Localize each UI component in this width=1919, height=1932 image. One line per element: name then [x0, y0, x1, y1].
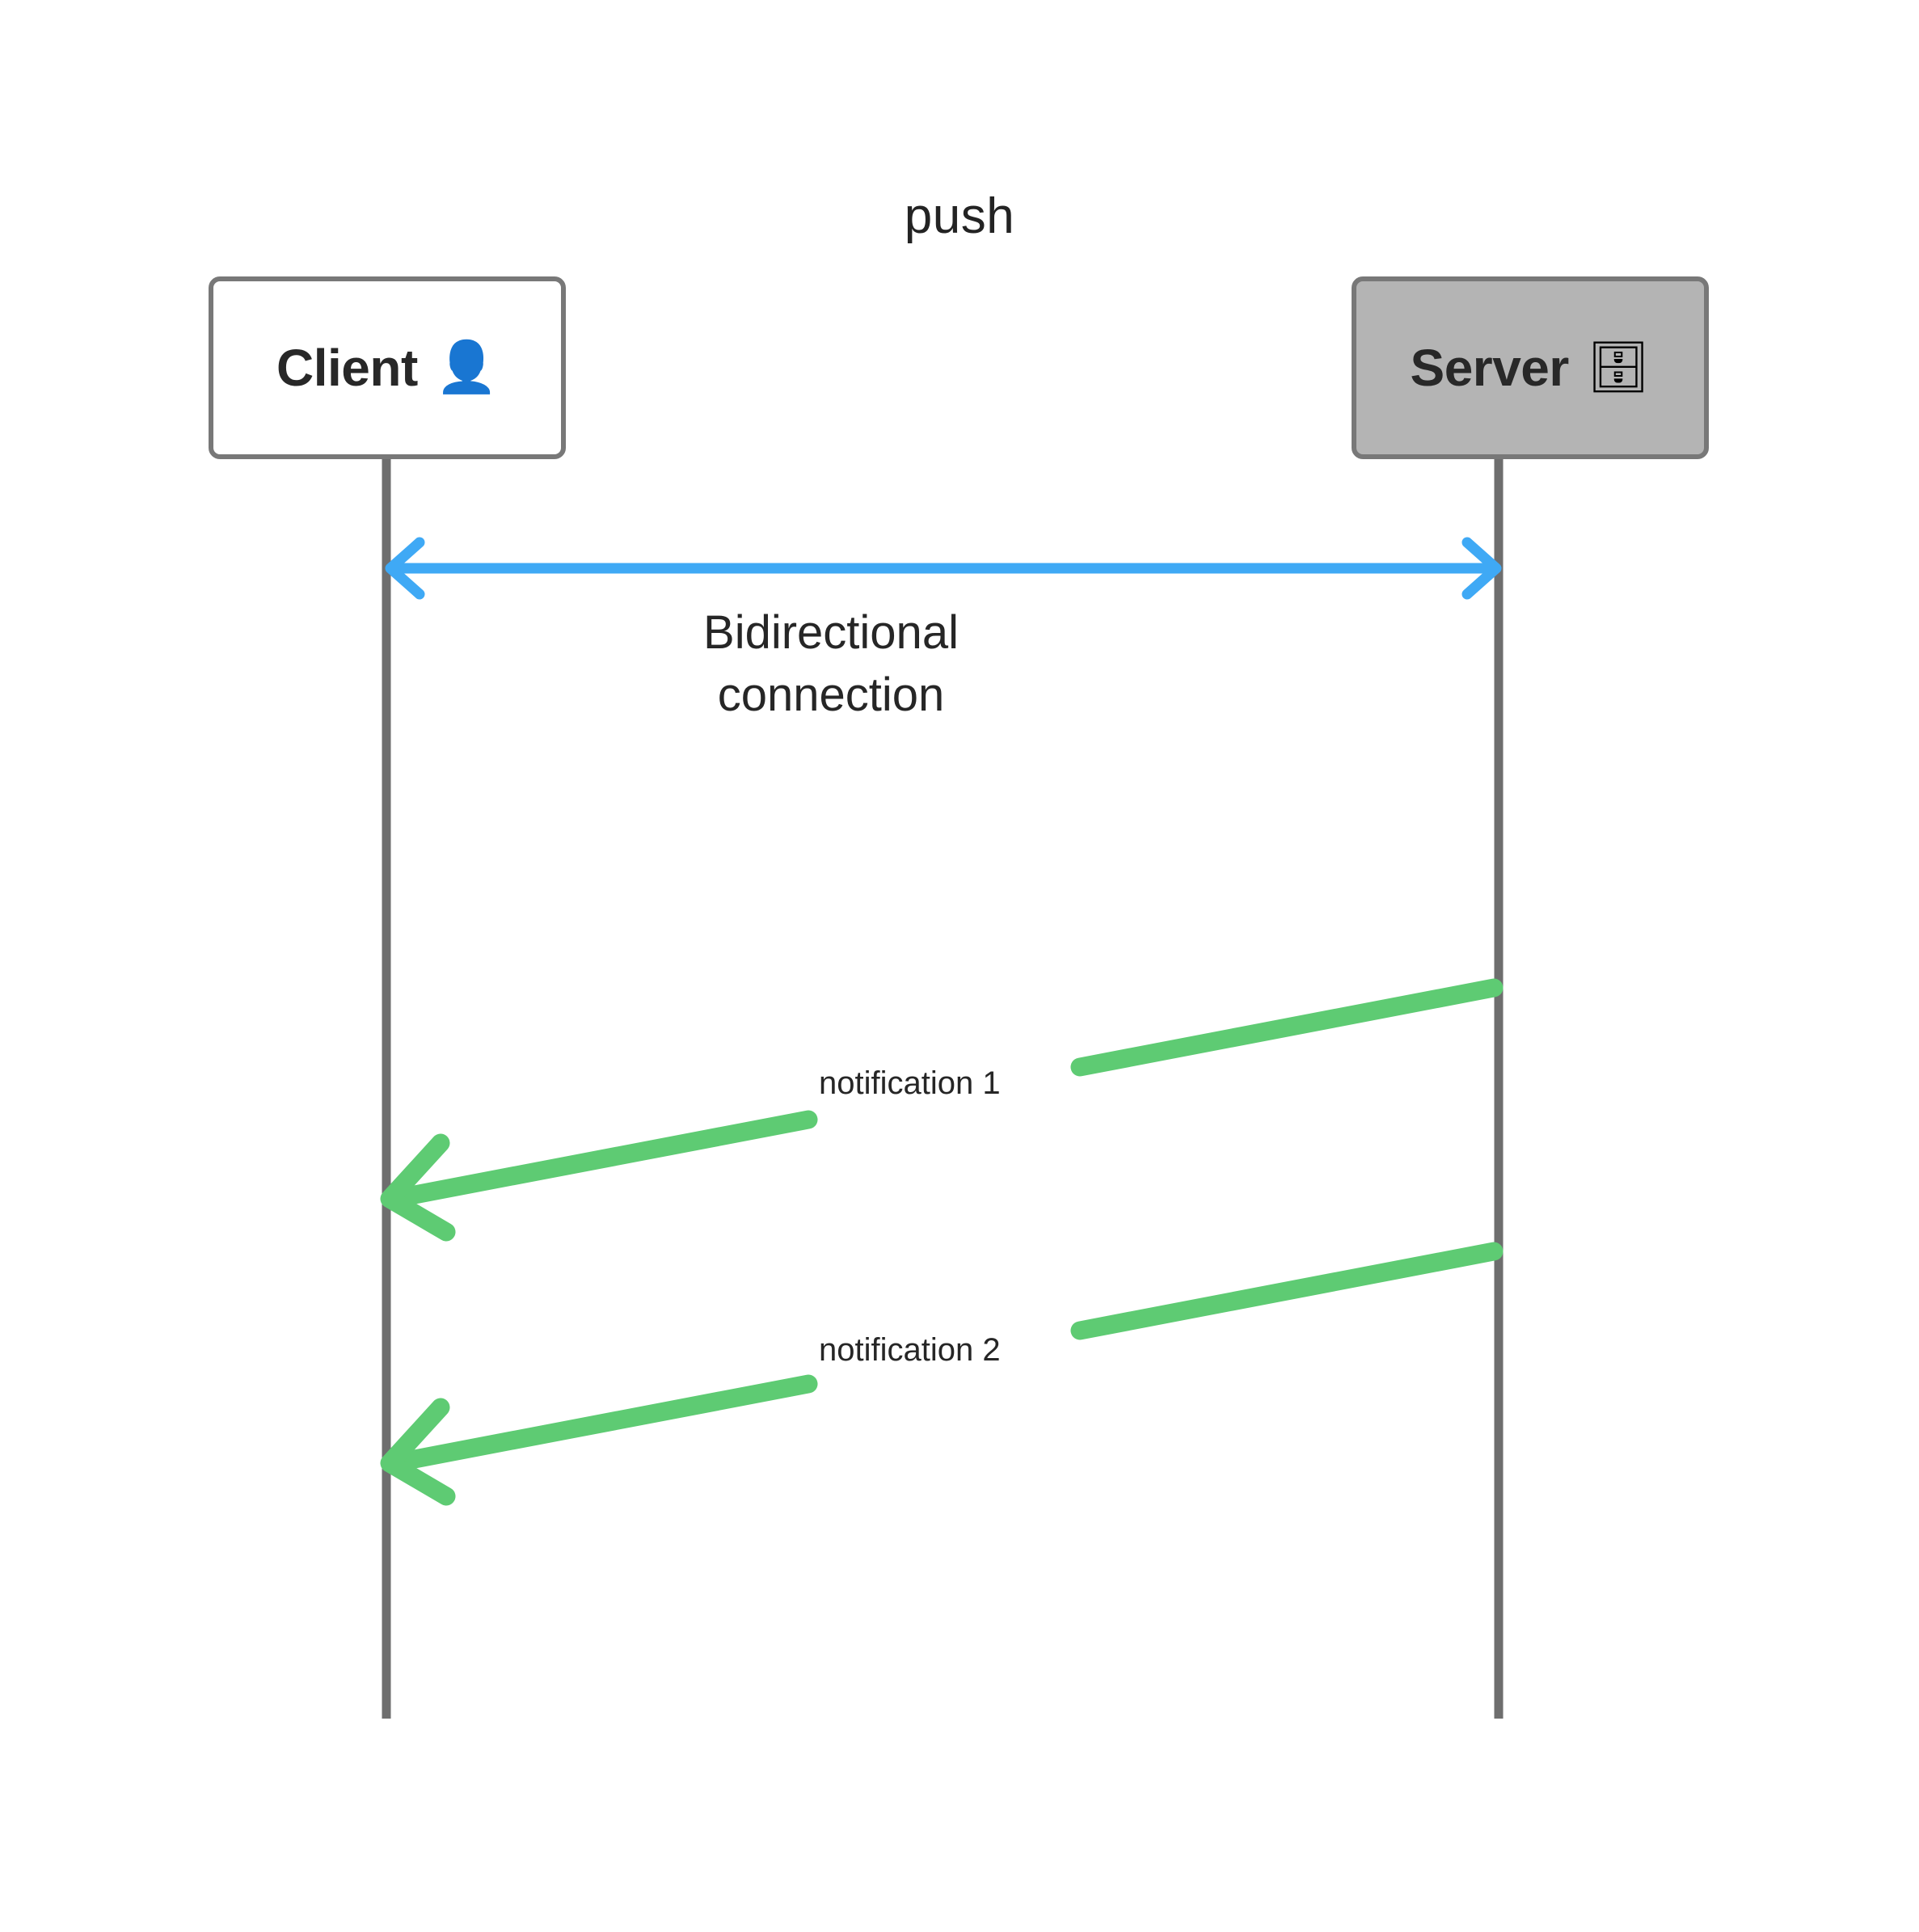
notification-1-shaft-right [1070, 978, 1504, 1077]
message-arrow-notification-2 [380, 1242, 1504, 1506]
participant-label-client: Client [276, 339, 418, 397]
message-label-notification-2: notification 2 [819, 1332, 1001, 1368]
diagram-title: push [904, 188, 1015, 244]
message-label-notification-1: notification 1 [819, 1065, 1001, 1101]
notification-1-shaft-left [392, 1110, 818, 1207]
bidirectional-arrowhead-right [1461, 537, 1502, 600]
message-label-bidirectional-connection: Bidirectional connection [703, 606, 959, 721]
file-cabinet-icon: 🗄 [1586, 340, 1651, 395]
notification-2-arrowhead [380, 1398, 456, 1506]
notification-2-shaft-left [392, 1374, 818, 1471]
bust-in-silhouette-icon: 👤 [435, 340, 498, 395]
notification-1-arrowhead [380, 1133, 456, 1242]
notification-2-shaft-right [1070, 1242, 1504, 1340]
bidirectional-arrowhead-left [385, 537, 425, 600]
participant-label-server: Server [1410, 339, 1570, 397]
participant-box-client[interactable]: Client 👤 [209, 276, 566, 459]
participant-box-server[interactable]: Server 🗄 [1352, 276, 1709, 459]
message-arrow-bidirectional-connection [385, 537, 1502, 600]
message-arrow-notification-1 [380, 978, 1504, 1242]
